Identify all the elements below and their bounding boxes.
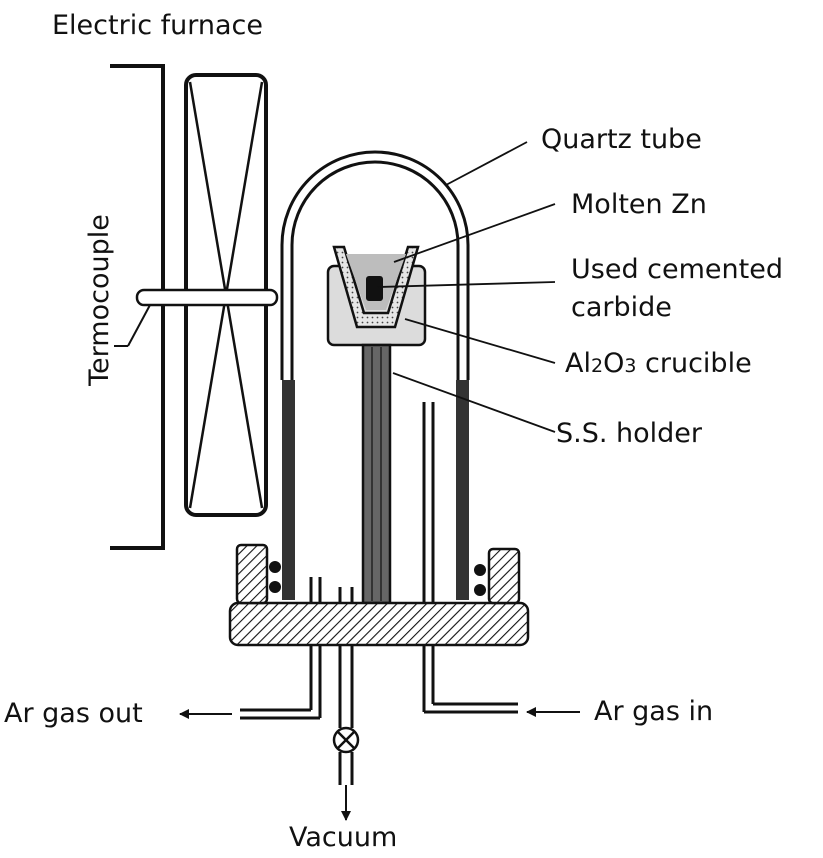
label-ar-gas-out: Ar gas out [4,698,143,729]
leader-lines [377,141,556,433]
crucible-al: Al [565,348,591,379]
label-carbide-line2: carbide [571,292,672,323]
thermocouple-rod [114,288,279,347]
label-crucible: Al2O3 crucible [565,348,752,379]
vacuum-valve-icon [332,726,360,754]
crucible-o: O [603,348,624,379]
crucible-sub-2: 2 [591,355,603,377]
base-plate [228,601,530,647]
left-flange-clamp [235,543,269,605]
o-rings [269,561,486,596]
quartz-tube [280,150,470,600]
crucible-word: crucible [636,348,751,379]
label-ss-holder: S.S. holder [556,418,703,449]
label-thermocouple: Termocouple [84,214,115,387]
label-vacuum: Vacuum [289,822,397,853]
right-flange-clamp [487,547,521,605]
furnace-bracket [110,64,165,550]
crucible-sub-3: 3 [624,355,636,377]
label-molten-zn: Molten Zn [571,189,707,220]
gas-in-pipe [422,402,518,714]
ss-holder [361,343,392,605]
carbide-sample [366,276,383,301]
label-ar-gas-in: Ar gas in [594,696,713,727]
al2o3-crucible [332,245,420,329]
label-carbide-line1: Used cemented [571,254,783,285]
label-quartz-tube: Quartz tube [541,124,702,155]
label-electric-furnace: Electric furnace [52,10,263,41]
